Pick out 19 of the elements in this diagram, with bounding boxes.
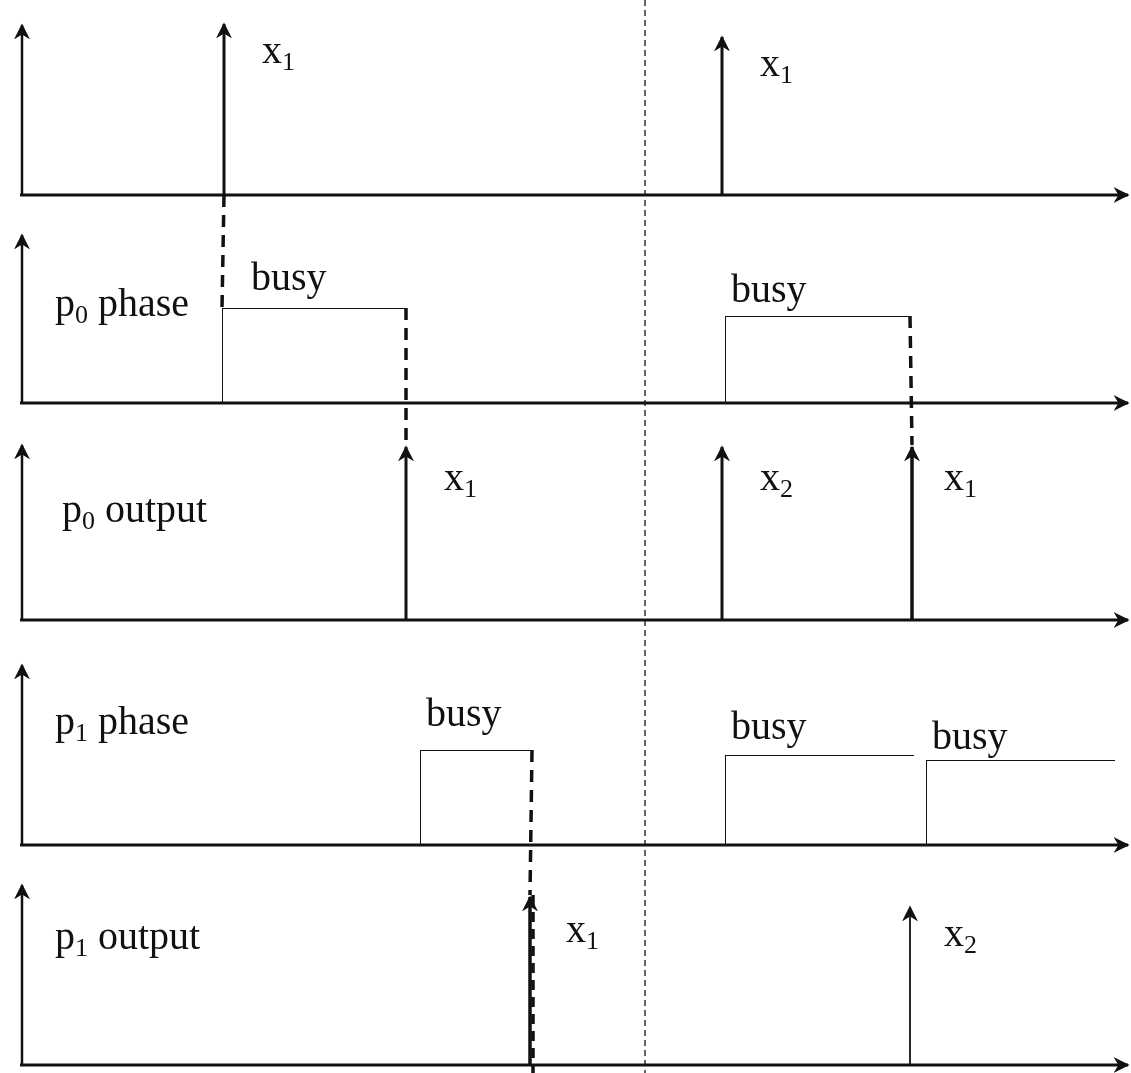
signal-label: x$_{1}$ xyxy=(760,43,793,88)
state-label: busy xyxy=(731,269,807,309)
signal-label: x$_{1}$ xyxy=(262,30,295,75)
dashed-connector xyxy=(220,194,226,309)
dashed-connector xyxy=(908,315,914,446)
signal-label: x$_{1}$ xyxy=(944,457,977,502)
signal-label: x$_{2}$ xyxy=(760,457,793,502)
row-label: p$_{1}$ phase xyxy=(55,700,191,742)
row-label: p$_{1}$ output xyxy=(55,915,202,957)
state-label: busy xyxy=(932,716,1008,756)
signal-label: x$_{2}$ xyxy=(944,913,977,958)
row-label: p$_{0}$ output xyxy=(62,488,209,530)
row-label: p$_{0}$ phase xyxy=(55,282,191,324)
state-label: busy xyxy=(251,257,327,297)
signal-label: x$_{1}$ xyxy=(444,457,477,502)
dashed-connector xyxy=(528,749,534,896)
state-label: busy xyxy=(731,706,807,746)
state-label: busy xyxy=(426,693,502,733)
signal-label: x$_{1}$ xyxy=(566,909,599,954)
